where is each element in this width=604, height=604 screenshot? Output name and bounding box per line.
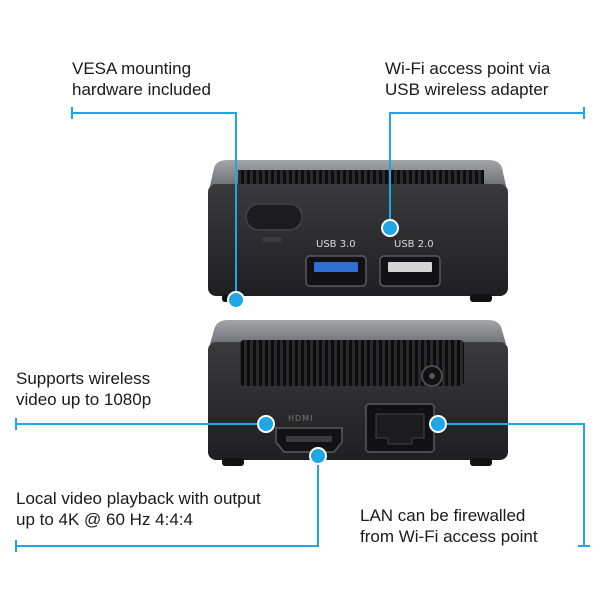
callout-local-playback-line2: up to 4K @ 60 Hz 4:4:4 <box>16 510 193 529</box>
device-rear: HDMI <box>208 320 508 466</box>
dc-power-jack-pin <box>429 373 435 379</box>
ethernet-port-socket <box>375 413 425 445</box>
dot-wifi <box>381 219 399 237</box>
usb2-port-tongue <box>388 262 432 272</box>
device-rear-lid <box>210 320 506 344</box>
dot-lan <box>429 415 447 433</box>
device-rear-foot-left <box>222 458 244 466</box>
rear-vent-grille <box>240 340 464 386</box>
leader-lan <box>438 423 585 546</box>
device-rear-foot-right <box>470 458 492 466</box>
callout-vesa: VESA mounting hardware included <box>72 58 211 100</box>
hdmi-label: HDMI <box>288 414 313 423</box>
device-front-top-vents <box>238 170 484 186</box>
dot-vesa <box>227 291 245 309</box>
device-front-foot-right <box>470 294 492 302</box>
hdmi-port-tongue <box>286 436 332 442</box>
callout-lan-line1: LAN can be firewalled <box>360 506 526 525</box>
device-front: USB 3.0 USB 2.0 <box>208 160 508 302</box>
callout-vesa-line1: VESA mounting <box>72 59 192 78</box>
callout-wifi-line2: USB wireless adapter <box>385 80 549 99</box>
callout-vesa-line2: hardware included <box>72 80 211 99</box>
callout-wifi-line1: Wi-Fi access point via <box>385 59 551 78</box>
callout-lines <box>15 107 590 552</box>
callout-dots <box>227 219 447 465</box>
callout-lan: LAN can be firewalled from Wi-Fi access … <box>360 505 538 547</box>
dot-wireless-video <box>257 415 275 433</box>
callout-lan-line2: from Wi-Fi access point <box>360 527 538 546</box>
leader-local-playback <box>16 456 319 547</box>
usb3-port-tongue <box>314 262 358 272</box>
leader-wifi <box>389 112 584 228</box>
power-button <box>245 203 303 231</box>
callout-wifi: Wi-Fi access point via USB wireless adap… <box>385 58 550 100</box>
usb2-label: USB 2.0 <box>394 239 434 250</box>
usb3-label: USB 3.0 <box>316 239 356 250</box>
callout-wireless-video: Supports wireless video up to 1080p <box>16 368 151 410</box>
power-led <box>262 237 282 242</box>
dot-local-playback <box>309 447 327 465</box>
callout-local-playback: Local video playback with output up to 4… <box>16 488 261 530</box>
callout-wireless-video-line2: video up to 1080p <box>16 390 152 409</box>
callout-wireless-video-line1: Supports wireless <box>16 369 151 388</box>
callout-local-playback-line1: Local video playback with output <box>16 489 261 508</box>
leader-vesa <box>72 112 237 300</box>
